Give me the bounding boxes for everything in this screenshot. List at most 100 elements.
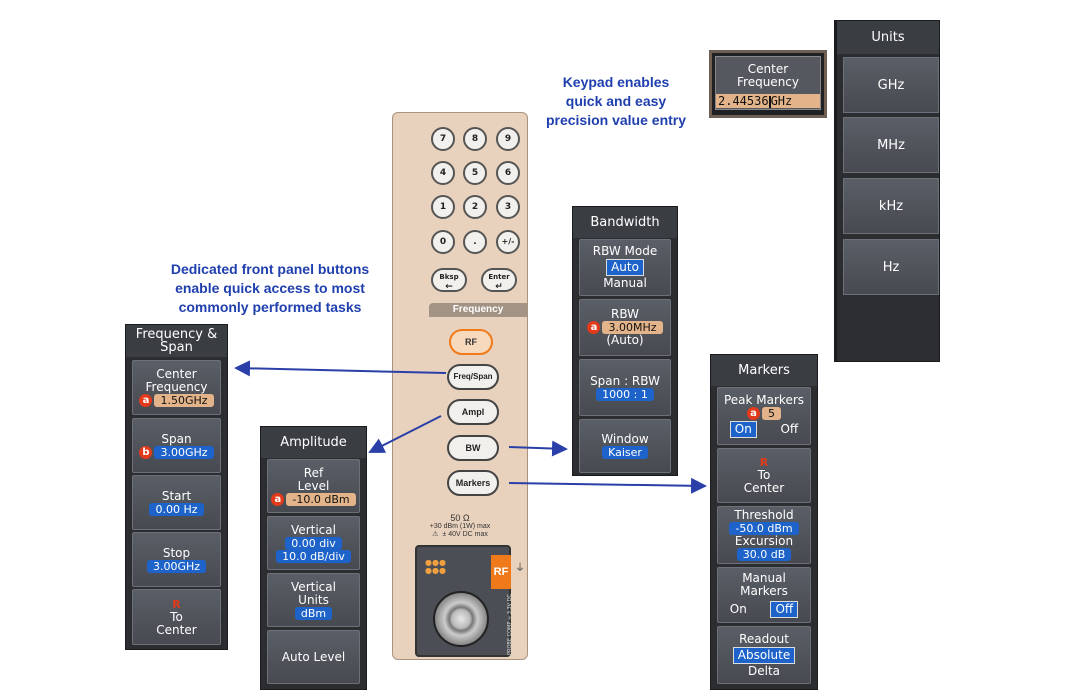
threshold-excursion-button[interactable]: Threshold -50.0 dBm Excursion 30.0 dB [717,506,811,564]
marker-r-icon: R [172,597,181,611]
enter-arrow-icon: ↵ [495,282,503,292]
units-panel-title: Units [837,21,939,54]
units-panel: Units GHz MHz kHz Hz [834,20,940,362]
ref-level-button[interactable]: Ref Level a-10.0 dBm [267,459,360,513]
backspace-key[interactable]: Bksp ← [431,268,467,292]
indicator-leds: ●●●●●● [425,558,446,575]
window-value: Kaiser [602,446,648,459]
readout-delta: Delta [747,663,780,678]
start-button[interactable]: Start 0.00 Hz [132,475,221,530]
backspace-arrow-icon: ← [445,282,453,292]
span-rbw-value: 1000 : 1 [596,387,654,401]
stop-button[interactable]: Stop 3.00GHz [132,532,221,587]
key-plus-minus[interactable]: +/- [496,230,520,254]
key-2[interactable]: 2 [463,195,487,219]
key-4[interactable]: 4 [431,161,455,185]
unit-khz-button[interactable]: kHz [843,178,939,234]
vertical-units-value: dBm [294,606,333,620]
excursion-value: 30.0 dB [736,548,792,561]
arrow-to-bw-panel [508,440,568,457]
readout-absolute: Absolute [732,646,796,664]
ref-level-value: -10.0 dBm [286,492,356,506]
marker-b-badge: b [139,445,153,459]
rbw-value: 3.00MHz [602,321,663,334]
warning-icon: ⚠ [432,531,439,538]
key-7[interactable]: 7 [431,127,455,151]
entry-label: Center Frequency [737,62,799,89]
bandwidth-panel-title: Bandwidth [573,207,677,238]
freq-span-button[interactable]: Freq/Span [447,364,499,390]
vertical-units-button[interactable]: Vertical Units dBm [267,573,360,627]
rbw-mode-button[interactable]: RBW Mode Auto Manual [579,239,671,296]
text-cursor [768,95,771,108]
marker-a-badge: a [747,407,760,420]
key-8[interactable]: 8 [463,127,487,151]
arrow-to-ampl-panel [368,415,442,453]
threshold-value: -50.0 dBm [729,522,799,535]
center-frequency-value: 1.50GHz [154,394,214,407]
markers-button[interactable]: Markers [447,470,499,496]
marker-r-icon: R [759,456,769,469]
vertical-scale-value: 10.0 dB/div [276,549,351,563]
instrument-front-panel: 7 8 9 4 5 6 1 2 3 0 . +/- Bksp ← Enter ↵… [392,112,528,660]
rbw-mode-auto: Auto [606,259,644,276]
marker-a-badge: a [271,492,285,506]
key-9[interactable]: 9 [496,127,520,151]
key-6[interactable]: 6 [496,161,520,185]
readout-button[interactable]: Readout Absolute Delta [717,626,811,684]
manual-markers-off: Off [770,601,799,618]
window-button[interactable]: Window Kaiser [579,419,671,473]
arrow-to-freq-panel [234,360,447,377]
ampl-button[interactable]: Ampl [447,399,499,425]
keypad-callout: Keypad enables quick and easy precision … [545,74,687,128]
dedicated-buttons-callout: Dedicated front panel buttons enable qui… [170,261,370,315]
markers-to-center-button[interactable]: R To Center [717,448,811,503]
marker-a-badge: a [139,394,153,407]
marker-a-badge: a [587,321,601,334]
manual-markers-on: On [729,602,747,616]
rbw-mode-manual: Manual [603,276,647,290]
peak-marker-count: 5 [762,407,781,420]
span-value: 3.00GHz [154,445,214,459]
freq-to-center-button[interactable]: R To Center [132,589,221,645]
enter-key[interactable]: Enter ↵ [481,268,517,292]
input-specs: 50 Ω +30 dBm (1W) max ⚠± 40V DC max [429,513,491,538]
unit-hz-button[interactable]: Hz [843,239,939,295]
key-1[interactable]: 1 [431,195,455,219]
stop-value: 3.00GHz [146,559,207,573]
vertical-button[interactable]: Vertical 0.00 div 10.0 dB/div [267,516,360,570]
span-rbw-button[interactable]: Span : RBW 1000 : 1 [579,359,671,416]
bw-button[interactable]: BW [447,435,499,461]
frequency-section-label: Frequency [429,303,527,317]
key-decimal[interactable]: . [463,230,487,254]
amplitude-panel-title: Amplitude [261,427,366,458]
key-5[interactable]: 5 [463,161,487,185]
amplitude-panel: Amplitude Ref Level a-10.0 dBm Vertical … [260,426,367,690]
unit-mhz-button[interactable]: MHz [843,117,939,173]
rf-input-connector-block: ●●●●●● RF PROBE COMP ≈ 3.3V DC [415,545,513,657]
rf-button[interactable]: RF [449,329,493,355]
start-value: 0.00 Hz [149,502,204,516]
auto-level-button[interactable]: Auto Level [267,630,360,684]
rf-input-label: RF [491,555,511,589]
ground-icon: ⏚ [515,563,525,574]
peak-markers-on: On [729,421,757,438]
markers-panel-title: Markers [711,355,817,386]
unit-ghz-button[interactable]: GHz [843,57,939,113]
rf-connector-port[interactable] [433,591,489,647]
key-0[interactable]: 0 [431,230,455,254]
arrow-to-markers-panel [508,477,707,494]
key-3[interactable]: 3 [496,195,520,219]
